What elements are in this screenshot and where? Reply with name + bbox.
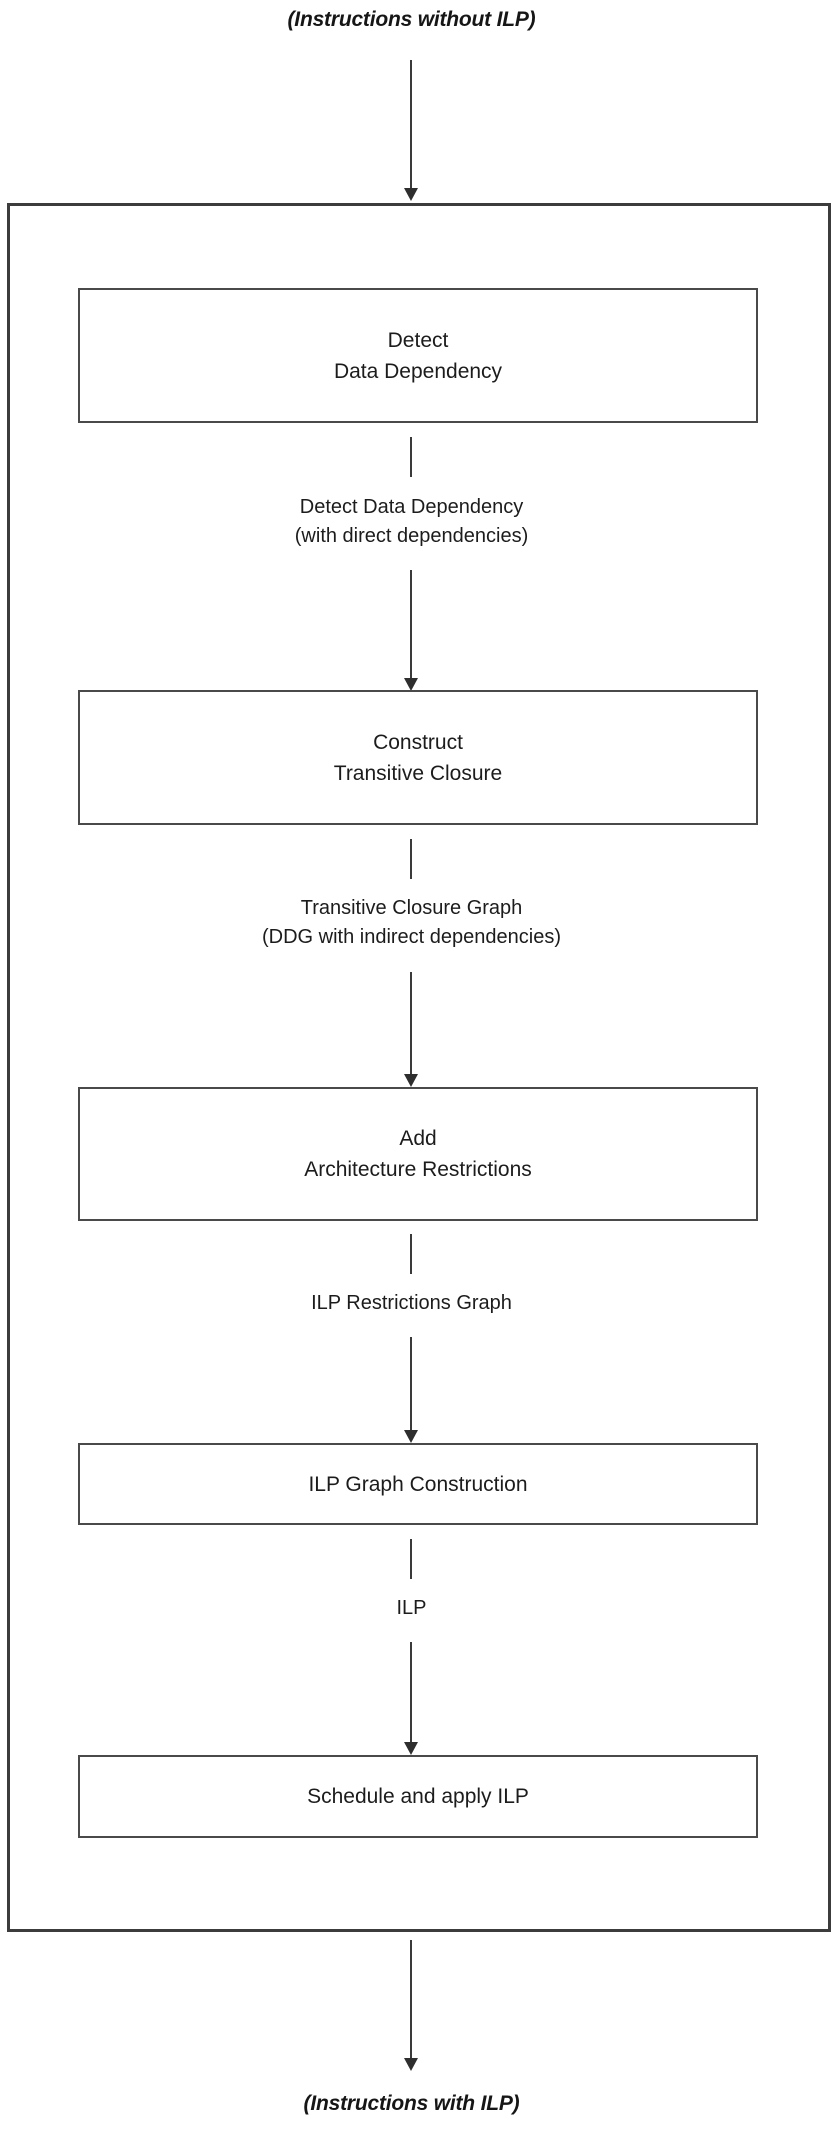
step-box-line-1: Construct xyxy=(373,730,463,754)
edge-4-arrowhead xyxy=(404,1742,418,1755)
entry-connector-line xyxy=(410,60,412,188)
step-box-line-1: ILP Graph Construction xyxy=(308,1472,528,1496)
step-box-construct-transitive-closure[interactable]: Construct Transitive Closure xyxy=(78,690,758,825)
edge-4-arrow-line xyxy=(410,1642,412,1742)
edge-3-arrowhead xyxy=(404,1430,418,1443)
step-box-schedule-and-apply-ilp[interactable]: Schedule and apply ILP xyxy=(78,1755,758,1838)
edge-3-stub-line xyxy=(410,1234,412,1274)
edge-1-arrowhead xyxy=(404,678,418,691)
entry-connector-arrowhead xyxy=(404,188,418,201)
step-box-line-2: Transitive Closure xyxy=(333,761,503,785)
input-caption: (Instructions without ILP) xyxy=(287,8,536,31)
step-box-line-1: Detect xyxy=(387,328,449,352)
step-box-detect-data-dependency[interactable]: Detect Data Dependency xyxy=(78,288,758,423)
step-box-add-architecture-restrictions[interactable]: Add Architecture Restrictions xyxy=(78,1087,758,1221)
step-box-line-2: Data Dependency xyxy=(333,359,503,383)
step-box-line-2: Architecture Restrictions xyxy=(304,1158,532,1181)
edge-2-arrow-line xyxy=(410,972,412,1074)
edge-3-arrow-line xyxy=(410,1337,412,1430)
edge-1-stub-line xyxy=(410,437,412,477)
step-box-ilp-graph-construction[interactable]: ILP Graph Construction xyxy=(78,1443,758,1525)
exit-connector-line xyxy=(410,1940,412,2058)
output-caption: (Instructions with ILP) xyxy=(303,2092,520,2115)
edge-2-arrowhead xyxy=(404,1074,418,1087)
edge-4-stub-line xyxy=(410,1539,412,1579)
ilp-pipeline-container xyxy=(7,203,831,1932)
edge-2-stub-line xyxy=(410,839,412,879)
exit-connector-arrowhead xyxy=(404,2058,418,2071)
edge-1-arrow-line xyxy=(410,570,412,678)
step-box-line-1: Schedule and apply ILP xyxy=(307,1785,529,1808)
step-box-line-1: Add xyxy=(399,1127,437,1150)
